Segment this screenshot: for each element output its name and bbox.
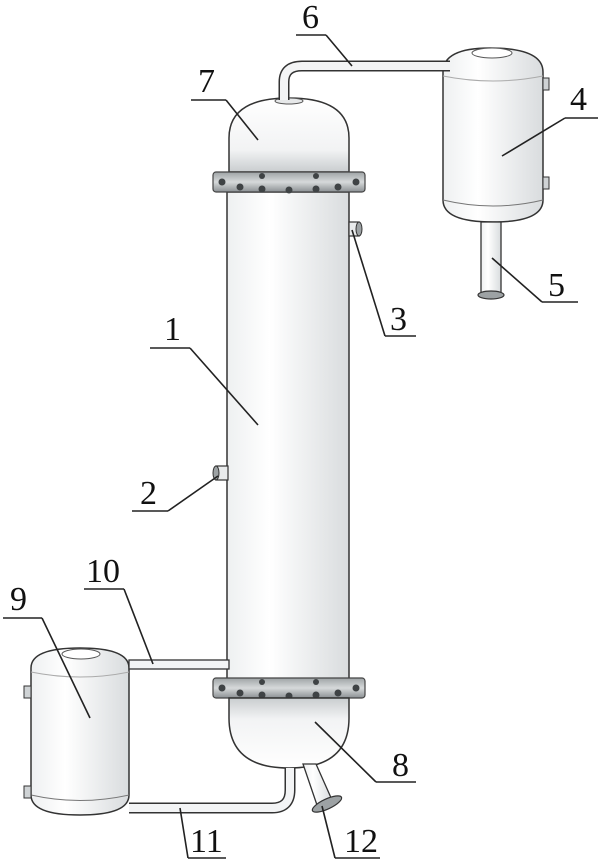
bottom-dome: [228, 697, 350, 769]
column-body: [226, 191, 350, 685]
bottoms-pipe-11: [129, 768, 296, 814]
bottom-flange: [212, 677, 366, 700]
label-8: 8: [392, 747, 409, 784]
label-7: 7: [198, 63, 215, 100]
label-4: 4: [570, 81, 587, 118]
outlet-pipe-5: [477, 221, 505, 300]
label-9: 9: [10, 581, 27, 618]
return-pipe-10: [128, 659, 230, 670]
leader-lines: [3, 34, 598, 859]
top-dome: [228, 97, 350, 173]
reboiler-vessel: [23, 647, 130, 816]
top-flange: [212, 171, 366, 194]
label-2: 2: [140, 475, 157, 512]
outlet-nozzle-3: [348, 221, 363, 237]
label-3: 3: [390, 301, 407, 338]
vapor-pipe-6: [278, 60, 450, 100]
label-5: 5: [548, 267, 565, 304]
label-10: 10: [86, 553, 120, 590]
bottom-drain-nozzle: [302, 763, 343, 813]
label-1: 1: [164, 311, 181, 348]
label-12: 12: [344, 823, 378, 860]
label-6: 6: [302, 0, 319, 36]
label-11: 11: [190, 823, 223, 860]
condenser-vessel: [442, 47, 550, 223]
